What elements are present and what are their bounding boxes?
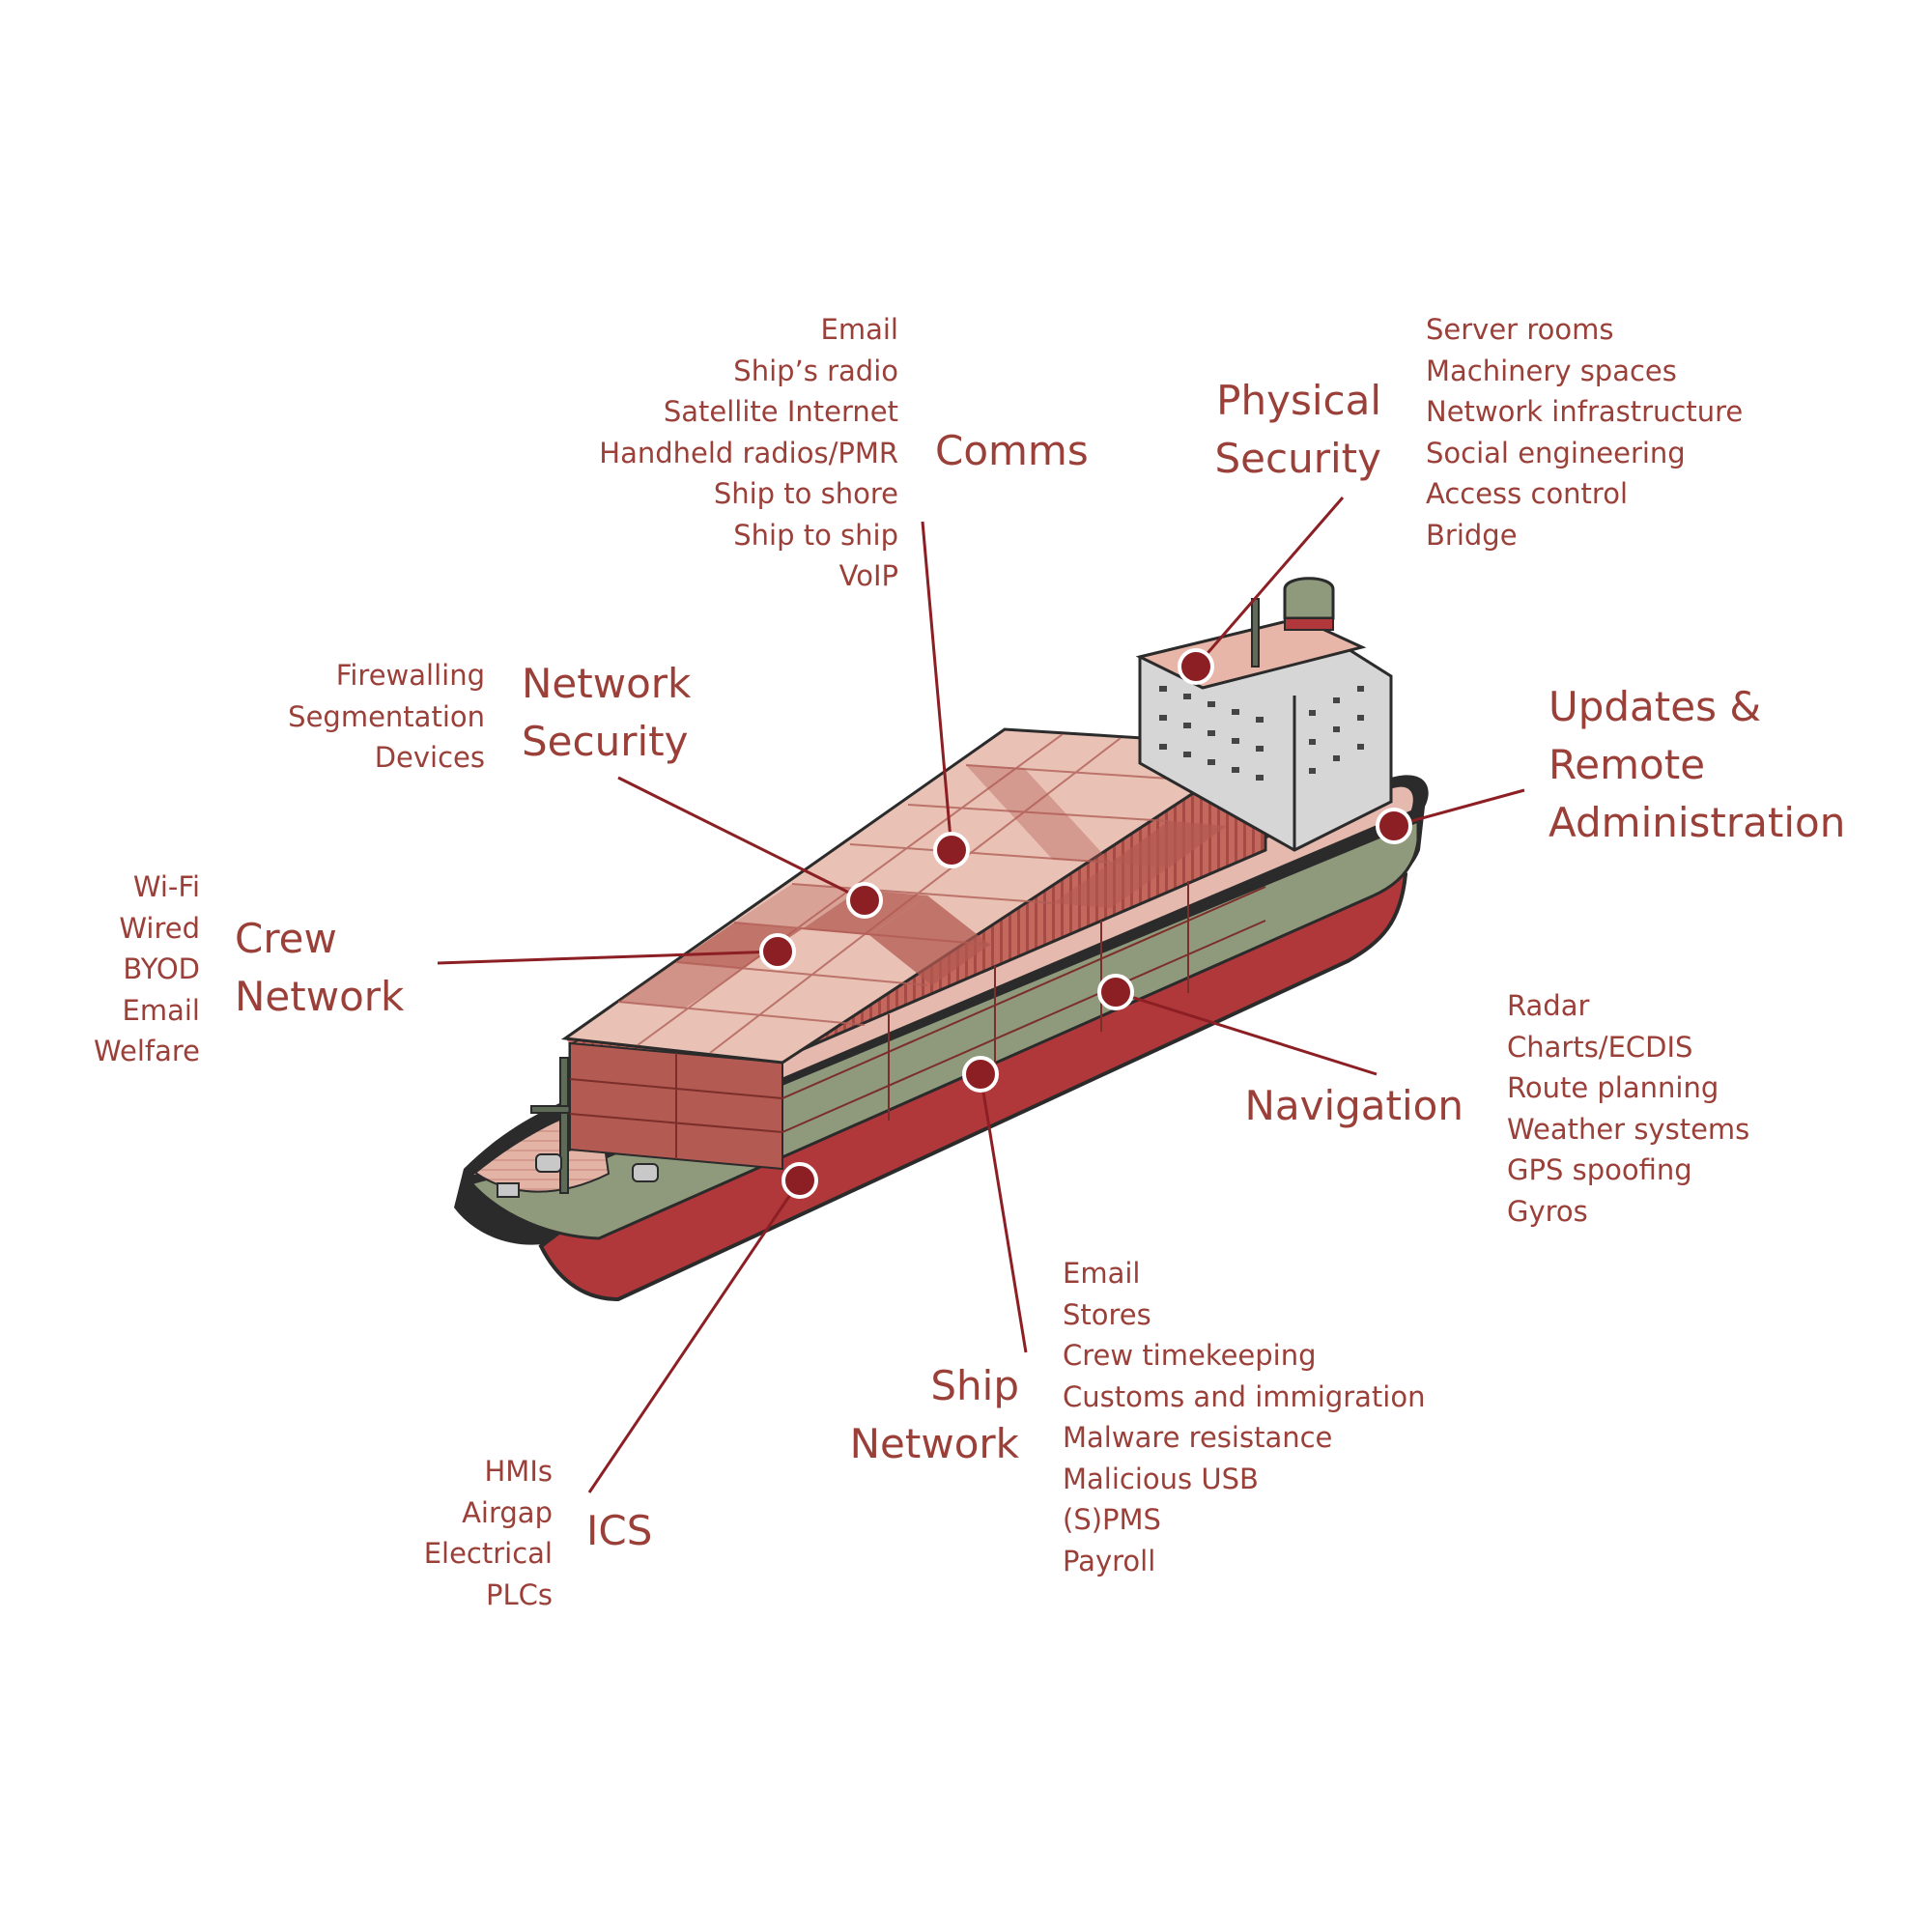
network-security-item: Devices bbox=[374, 741, 485, 774]
navigation-title: Navigation bbox=[1244, 1077, 1463, 1135]
crew-network-title-line: Network bbox=[235, 973, 405, 1020]
ship-network-title: Ship Network bbox=[850, 1357, 1019, 1473]
updates-title: Updates & Remote Administration bbox=[1548, 678, 1845, 852]
physical-security-items: Server rooms Machinery spaces Network in… bbox=[1426, 309, 1743, 555]
crew-network-item: Wi-Fi bbox=[132, 870, 200, 903]
ship-network-items: Email Stores Crew timekeeping Customs an… bbox=[1063, 1253, 1425, 1581]
physical-security-item: Machinery spaces bbox=[1426, 354, 1677, 387]
ics-item: PLCs bbox=[485, 1577, 553, 1611]
marker-updates[interactable] bbox=[1376, 808, 1412, 844]
ship-network-item: Crew timekeeping bbox=[1063, 1339, 1317, 1372]
updates-title-line: Administration bbox=[1548, 799, 1846, 846]
ship-network-item: Stores bbox=[1063, 1297, 1151, 1331]
ship-network-item: Malware resistance bbox=[1063, 1421, 1333, 1454]
ship-network-item: Payroll bbox=[1063, 1544, 1156, 1577]
ics-title-line: ICS bbox=[586, 1507, 653, 1554]
crew-network-item: BYOD bbox=[123, 952, 200, 985]
network-security-items: Firewalling Segmentation Devices bbox=[288, 655, 485, 779]
connector-updates bbox=[1393, 788, 1525, 828]
comms-title-line: Comms bbox=[935, 427, 1089, 474]
navigation-item: GPS spoofing bbox=[1507, 1153, 1692, 1186]
physical-security-item: Social engineering bbox=[1426, 436, 1686, 469]
connector-network-security bbox=[617, 776, 866, 902]
ship-network-item: Customs and immigration bbox=[1063, 1379, 1426, 1413]
ship-network-title-line: Ship bbox=[930, 1362, 1019, 1409]
navigation-item: Radar bbox=[1507, 989, 1590, 1022]
marker-ics[interactable] bbox=[781, 1162, 818, 1199]
connector-navigation bbox=[1115, 990, 1378, 1076]
navigation-title-line: Navigation bbox=[1244, 1082, 1463, 1129]
comms-item: Email bbox=[820, 313, 898, 346]
navigation-item: Route planning bbox=[1507, 1071, 1719, 1104]
physical-security-item: Access control bbox=[1426, 477, 1629, 510]
network-security-item: Firewalling bbox=[335, 659, 485, 692]
crew-network-item: Wired bbox=[119, 911, 200, 945]
comms-items: Email Ship’s radio Satellite Internet Ha… bbox=[599, 309, 898, 597]
marker-ship-network[interactable] bbox=[962, 1056, 999, 1093]
comms-item: VoIP bbox=[838, 559, 898, 592]
connector-physical-security bbox=[1194, 497, 1345, 668]
comms-item: Ship’s radio bbox=[733, 354, 898, 387]
physical-security-title-line: Physical bbox=[1216, 377, 1381, 424]
crew-network-title-line: Crew bbox=[235, 915, 337, 962]
ics-items: HMIs Airgap Electrical PLCs bbox=[424, 1451, 553, 1615]
comms-item: Ship to shore bbox=[713, 477, 898, 510]
comms-item: Satellite Internet bbox=[663, 395, 898, 428]
navigation-item: Weather systems bbox=[1507, 1112, 1750, 1146]
ship-network-item: Email bbox=[1063, 1257, 1141, 1290]
navigation-items: Radar Charts/ECDIS Route planning Weathe… bbox=[1507, 985, 1749, 1232]
physical-security-item: Server rooms bbox=[1426, 313, 1614, 346]
crew-network-item: Welfare bbox=[94, 1035, 200, 1067]
ics-item: Electrical bbox=[423, 1537, 553, 1570]
markers bbox=[759, 648, 1412, 1199]
ship-network-title-line: Network bbox=[849, 1420, 1019, 1467]
ship-network-item: (S)PMS bbox=[1063, 1503, 1161, 1536]
marker-crew-network[interactable] bbox=[759, 933, 796, 970]
comms-title: Comms bbox=[935, 422, 1089, 480]
crew-network-title: Crew Network bbox=[235, 910, 404, 1026]
crew-network-items: Wi-Fi Wired BYOD Email Welfare bbox=[94, 867, 200, 1072]
comms-item: Ship to ship bbox=[733, 518, 898, 552]
ics-item: Airgap bbox=[462, 1495, 553, 1529]
network-security-title-line: Network bbox=[522, 660, 692, 707]
physical-security-title-line: Security bbox=[1214, 435, 1381, 482]
physical-security-item: Bridge bbox=[1426, 518, 1518, 552]
connector-lines bbox=[437, 497, 1525, 1493]
marker-comms[interactable] bbox=[933, 832, 970, 868]
connector-ics bbox=[587, 1179, 802, 1493]
marker-navigation[interactable] bbox=[1097, 974, 1134, 1010]
ics-item: HMIs bbox=[484, 1455, 554, 1488]
ics-title: ICS bbox=[586, 1502, 652, 1560]
connector-ship-network bbox=[979, 1073, 1028, 1353]
physical-security-item: Network infrastructure bbox=[1426, 395, 1744, 428]
container-stack bbox=[560, 727, 1270, 1171]
navigation-item: Gyros bbox=[1507, 1194, 1588, 1228]
crew-network-item: Email bbox=[122, 993, 200, 1027]
marker-network-security[interactable] bbox=[846, 882, 883, 919]
marker-physical-security[interactable] bbox=[1178, 648, 1214, 685]
ship-network-item: Malicious USB bbox=[1063, 1462, 1259, 1495]
updates-title-line: Updates & bbox=[1548, 683, 1762, 730]
navigation-item: Charts/ECDIS bbox=[1507, 1030, 1693, 1064]
connector-crew-network bbox=[437, 950, 779, 965]
network-security-title: Network Security bbox=[522, 655, 691, 771]
updates-title-line: Remote bbox=[1548, 741, 1706, 788]
connector-comms bbox=[921, 521, 953, 851]
network-security-item: Segmentation bbox=[288, 699, 485, 733]
network-security-title-line: Security bbox=[522, 718, 689, 765]
comms-item: Handheld radios/PMR bbox=[599, 436, 898, 469]
physical-security-title: Physical Security bbox=[1215, 372, 1381, 488]
